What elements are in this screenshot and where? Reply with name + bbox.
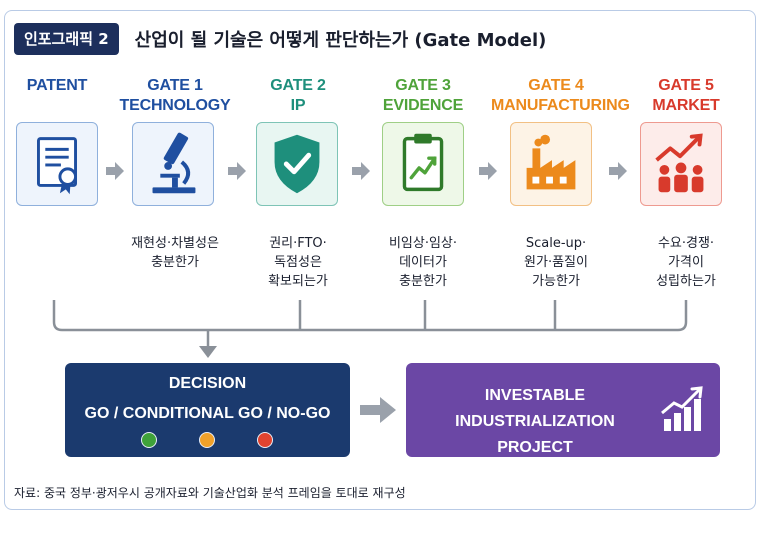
decision-box: DECISION GO / CONDITIONAL GO / NO-GO (65, 363, 350, 457)
stage-label-gate1: GATE 1 TECHNOLOGY (119, 77, 231, 114)
market-growth-icon (655, 133, 704, 193)
gate1-card (132, 122, 214, 206)
no-go-light-icon (257, 432, 273, 448)
source-note: 자료: 중국 정부·광저우시 공개자료와 기술산업화 분석 프레임을 토대로 재… (14, 486, 406, 500)
gate5-card (640, 122, 722, 206)
go-light-icon (141, 432, 157, 448)
stage-label-patent: PATENT (26, 77, 88, 94)
arrow-right-icon (479, 162, 497, 180)
conditional-light-icon (199, 432, 215, 448)
patent-certificate-icon (37, 137, 77, 195)
infographic-badge: 인포그래픽 2 (14, 23, 119, 55)
arrow-right-icon (228, 162, 246, 180)
page-title: 산업이 될 기술은 어떻게 판단하는가 (Gate Model) (134, 30, 547, 51)
gate3-card (382, 122, 464, 206)
stage-label-gate5: GATE 5 MARKET (652, 77, 720, 114)
gate5-description: 수요·경쟁· 가격이 성립하는가 (656, 236, 716, 289)
factory-icon (526, 134, 576, 190)
project-box: INVESTABLE INDUSTRIALIZATION PROJECT (406, 363, 720, 457)
arrow-right-icon (609, 162, 627, 180)
gate1-description: 재현성·차별성은 충분한가 (131, 236, 219, 270)
arrow-right-icon (352, 162, 370, 180)
header: 인포그래픽 2 산업이 될 기술은 어떻게 판단하는가 (Gate Model) (14, 22, 546, 56)
gate2-description: 권리·FTO· 독점성은 확보되는가 (268, 236, 328, 289)
arrow-right-icon (360, 397, 396, 423)
clipboard-chart-icon (402, 133, 444, 192)
stage-label-gate4: GATE 4 MANUFACTURING (491, 77, 630, 114)
gate2-card (256, 122, 338, 206)
patent-card (16, 122, 98, 206)
gate3-description: 비임상·임상· 데이터가 충분한가 (388, 236, 458, 289)
arrow-right-icon (106, 162, 124, 180)
decision-title: DECISION (168, 375, 247, 392)
rising-bar-chart-icon (661, 386, 703, 431)
stage-label-gate3: GATE 3 EVIDENCE (382, 77, 464, 114)
shield-check-icon (274, 134, 320, 194)
project-title: INVESTABLE INDUSTRIALIZATION PROJECT (455, 387, 615, 456)
gate4-description: Scale-up· 원가·품질이 가능한가 (524, 236, 588, 289)
microscope-icon (152, 132, 196, 194)
decision-options: GO / CONDITIONAL GO / NO-GO (84, 405, 331, 422)
stage-label-gate2: GATE 2 IP (270, 77, 326, 114)
gate4-card (510, 122, 592, 206)
